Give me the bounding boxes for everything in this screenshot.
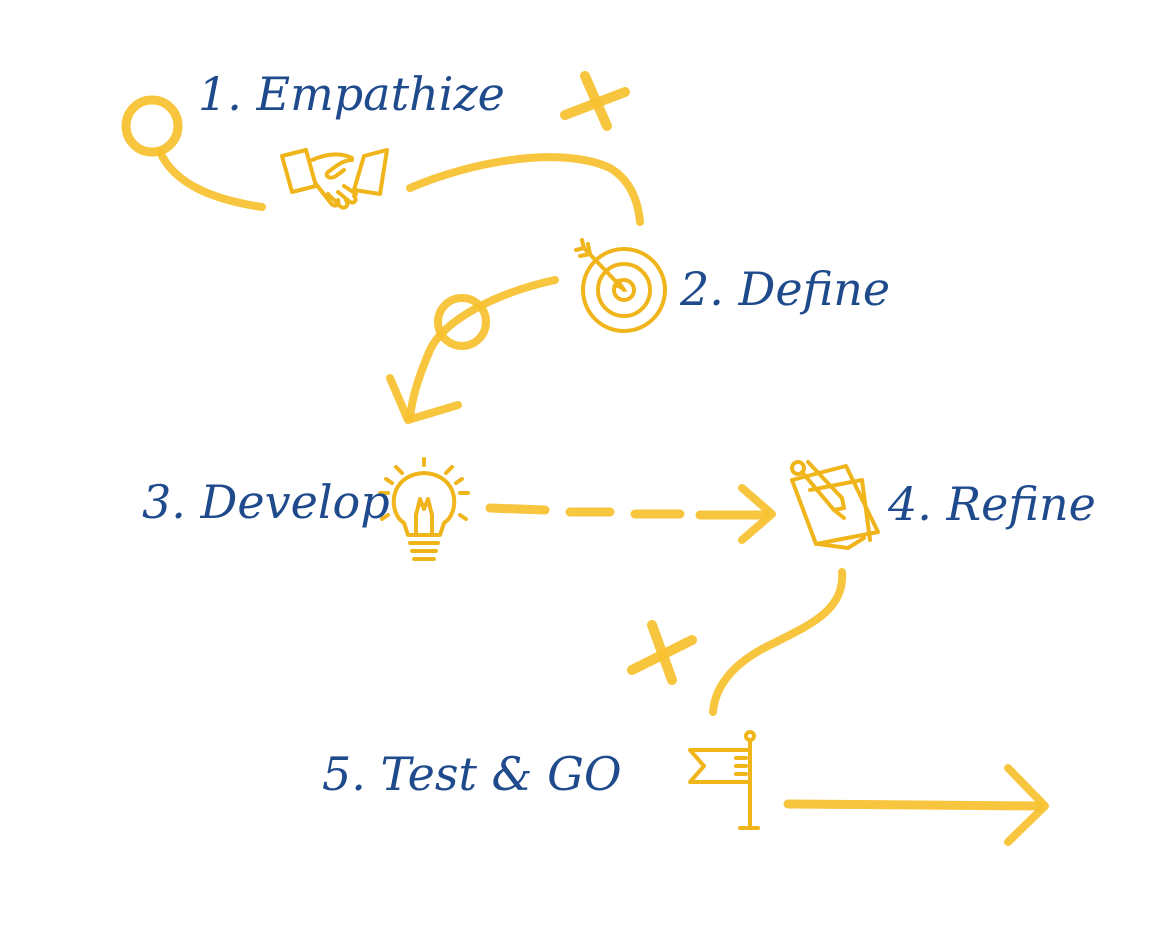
path-refine-to-test: [709, 568, 847, 716]
target-icon: [574, 238, 667, 333]
cross-mark-2: [627, 620, 697, 685]
start-circle: [121, 95, 183, 157]
step-label-empathize: 1. Empathize: [198, 67, 505, 121]
step-label-test-go: 5. Test & GO: [322, 747, 622, 801]
flag-icon: [688, 730, 760, 830]
step-label-define: 2. Define: [679, 262, 890, 316]
path-define-to-develop: [406, 276, 559, 422]
connectors: [121, 71, 1049, 846]
loop-circle: [434, 294, 490, 350]
dashed-arrow-right: [485, 484, 776, 544]
cross-mark: [560, 71, 630, 131]
path-empathize-to-define: [406, 153, 644, 226]
path-start-to-empathize: [156, 148, 266, 211]
step-label-develop: 3. Develop: [142, 475, 390, 529]
notes-pencil-icon: [790, 460, 880, 550]
final-arrow-right: [783, 764, 1049, 846]
lightbulb-icon: [378, 457, 470, 561]
step-label-refine: 4. Refine: [887, 477, 1096, 531]
arrow-down-left: [386, 374, 462, 424]
handshake-icon: [280, 148, 389, 210]
